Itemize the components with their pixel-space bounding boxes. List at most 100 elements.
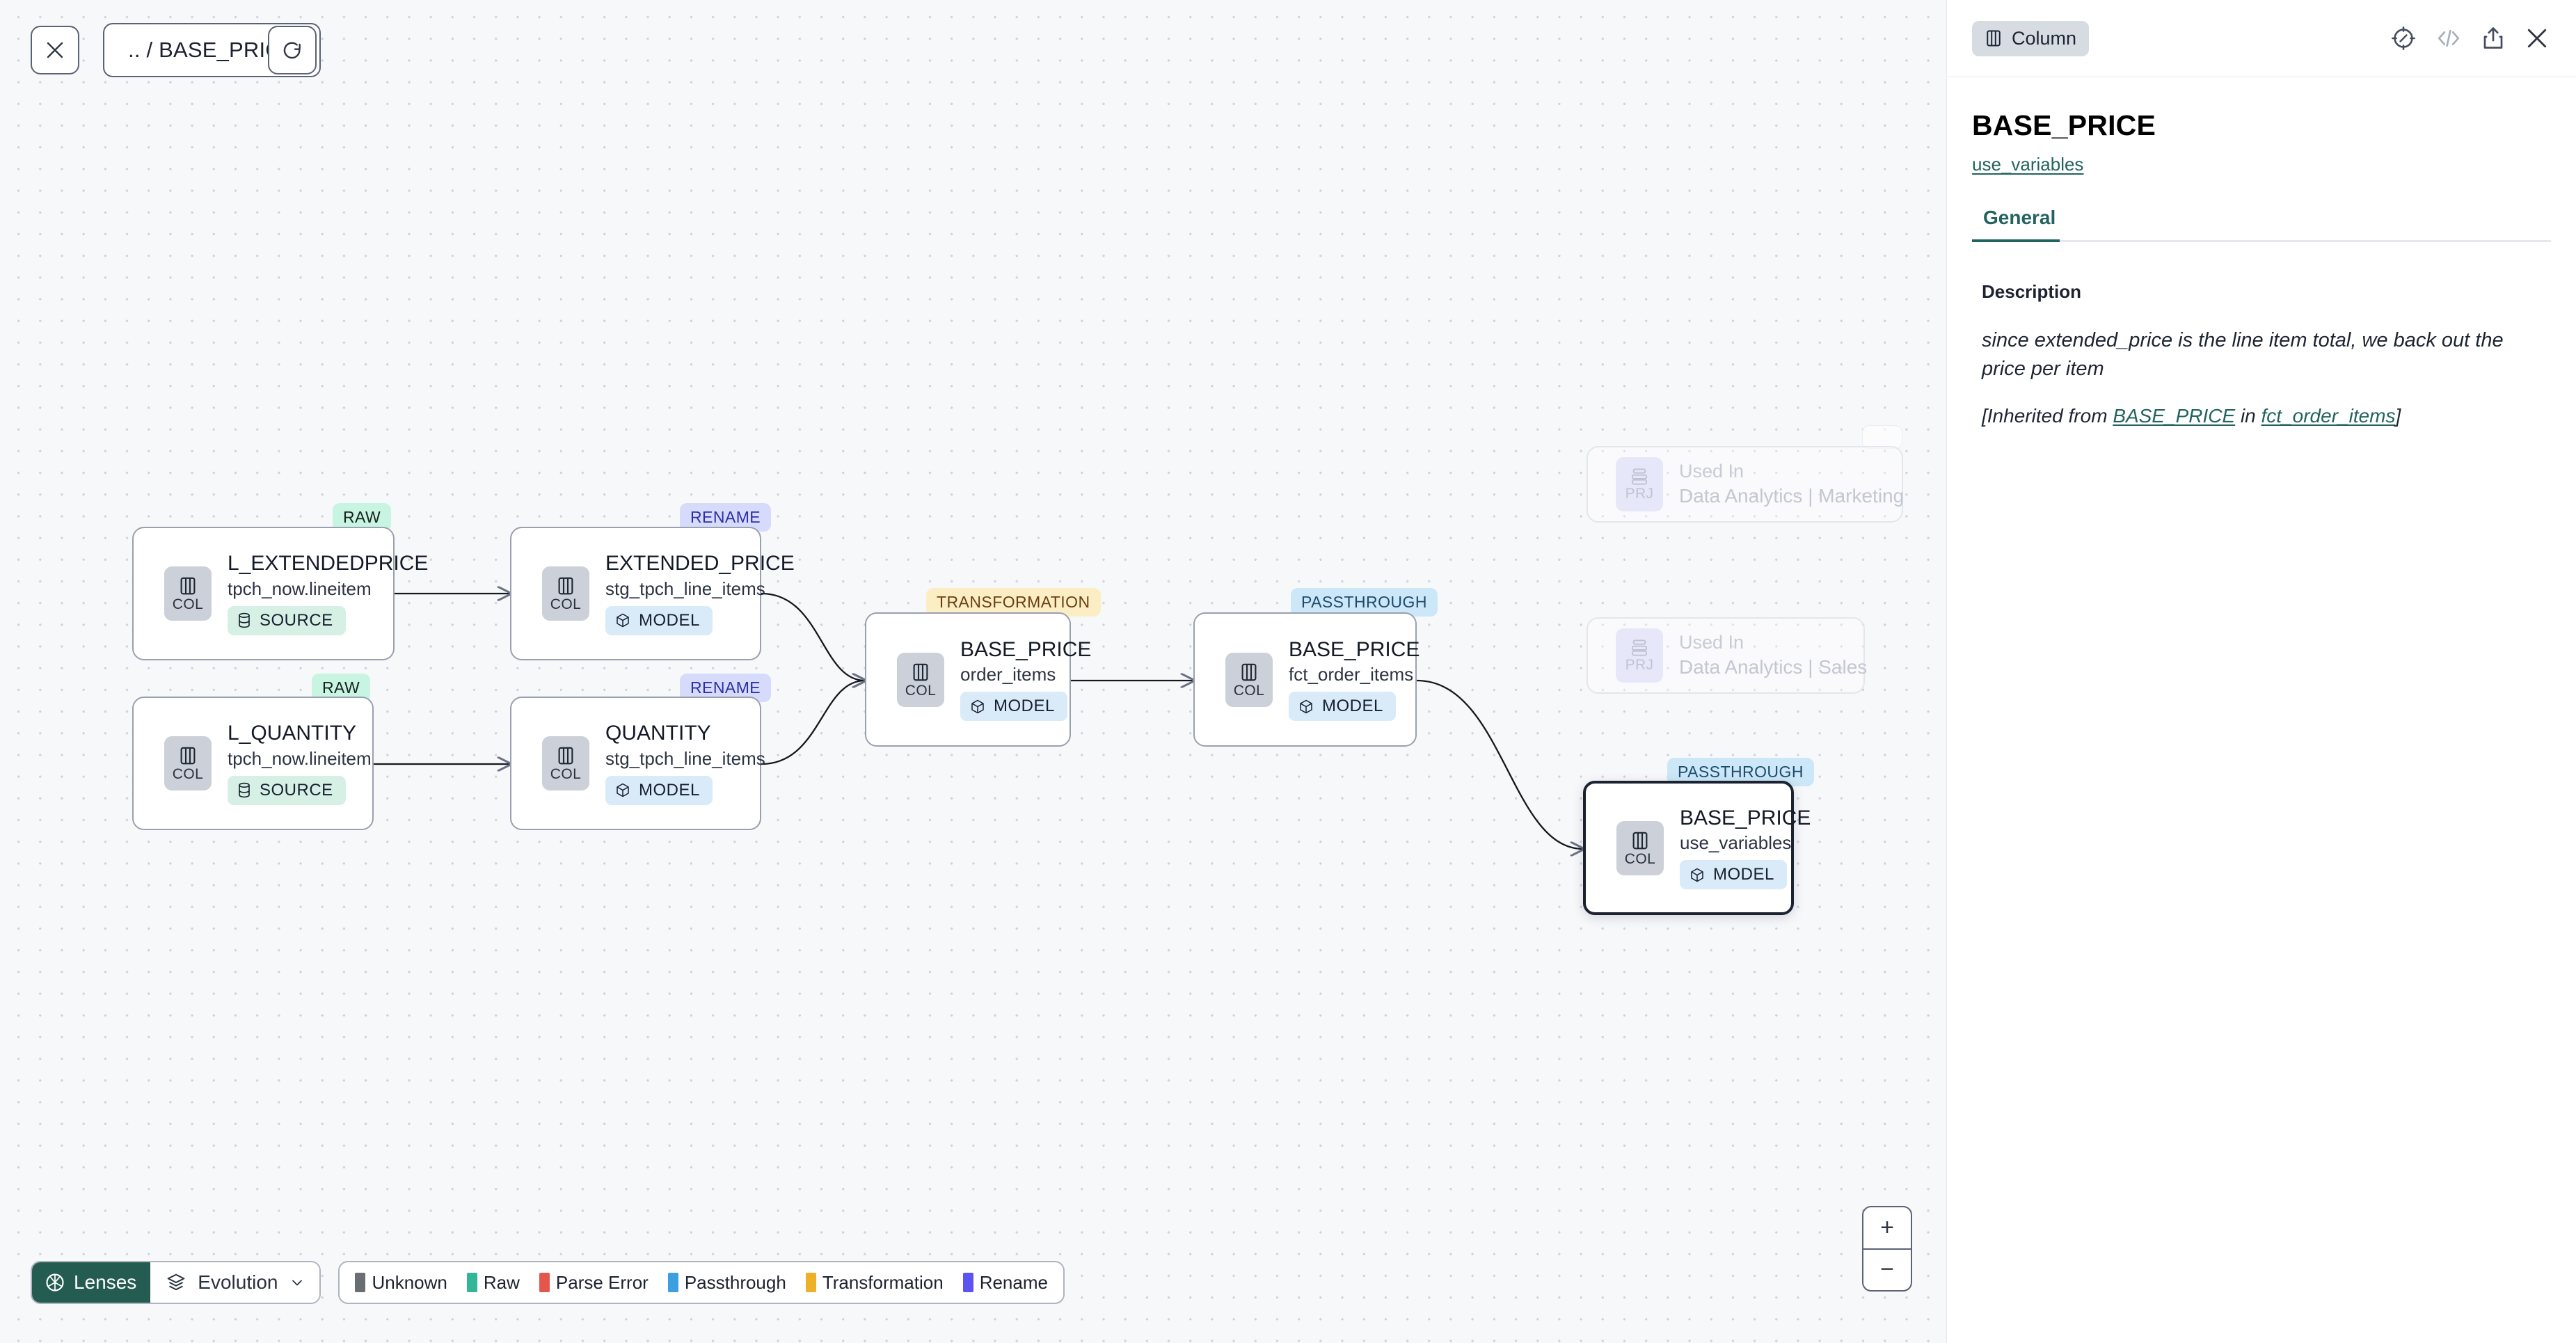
materialization-label: MODEL xyxy=(639,780,700,800)
inherited-model-link[interactable]: fct_order_items xyxy=(2261,405,2396,427)
lineage-canvas[interactable]: .. / BASE_PRICE PRJ Used In Data Analyti… xyxy=(0,0,1946,1343)
node-l-extendedprice[interactable]: COL L_EXTENDEDPRICE tpch_now.lineitem SO… xyxy=(132,527,428,660)
legend-swatch xyxy=(355,1273,366,1292)
node-type-badge: COL xyxy=(1225,652,1273,707)
node-type-label: PRJ xyxy=(1625,486,1654,502)
node-type-badge: COL xyxy=(897,652,944,707)
close-icon xyxy=(47,42,63,58)
node-type-badge: COL xyxy=(542,566,589,621)
entity-kind-chip[interactable]: Column xyxy=(1972,20,2090,56)
lenses-button[interactable]: Lenses xyxy=(32,1262,151,1303)
legend-label: Passthrough xyxy=(684,1271,786,1293)
node-name: Used In xyxy=(1679,461,1744,482)
materialization-badge[interactable]: MODEL xyxy=(1680,860,1787,890)
database-icon xyxy=(239,612,250,628)
legend-item-transformation[interactable]: Transformation xyxy=(805,1271,944,1294)
node-type-label: COL xyxy=(1624,850,1656,867)
node-type-label: COL xyxy=(172,766,204,782)
panel-actions xyxy=(2391,26,2550,51)
used-in-node-marketing[interactable]: PRJ Used In Data Analytics | Marketing xyxy=(1587,446,1904,523)
materialization-label: MODEL xyxy=(639,610,700,630)
legend-swatch xyxy=(962,1273,973,1292)
node-type-badge: PRJ xyxy=(1616,628,1663,683)
node-type-label: PRJ xyxy=(1625,657,1654,673)
materialization-badge[interactable]: MODEL xyxy=(605,605,713,635)
materialization-badge[interactable]: MODEL xyxy=(1289,692,1396,722)
code-icon[interactable] xyxy=(2435,26,2462,51)
legend-label: Parse Error xyxy=(555,1271,649,1293)
legend-swatch xyxy=(539,1273,550,1292)
aperture-icon xyxy=(46,1273,64,1292)
node-subtitle: order_items xyxy=(960,664,1056,685)
lens-badge-passthrough[interactable]: PASSTHROUGH xyxy=(1291,588,1438,617)
details-panel-header: Column xyxy=(1947,0,2576,77)
column-icon xyxy=(1632,832,1648,849)
column-icon xyxy=(1987,30,2001,47)
node-name: Used In xyxy=(1679,632,1744,653)
node-type-label: COL xyxy=(172,596,204,612)
legend-item-passthrough[interactable]: Passthrough xyxy=(667,1271,786,1294)
chevron-down-icon xyxy=(292,1280,303,1286)
node-subtitle: Data Analytics | Sales xyxy=(1679,656,1868,678)
description-label: Description xyxy=(1982,281,2082,302)
node-quantity[interactable]: COL QUANTITY stg_tpch_line_items MODEL xyxy=(510,697,765,830)
node-type-label: COL xyxy=(905,682,937,699)
node-type-badge: COL xyxy=(164,736,212,790)
node-l-quantity[interactable]: COL L_QUANTITY tpch_now.lineitem SOURCE xyxy=(132,697,374,830)
column-icon xyxy=(1241,663,1257,681)
project-icon xyxy=(1632,468,1647,485)
refresh-icon xyxy=(283,42,301,59)
node-subtitle: stg_tpch_line_items xyxy=(605,578,765,599)
column-icon xyxy=(913,663,928,681)
share-icon[interactable] xyxy=(2481,26,2505,51)
node-base-price-use-variables[interactable]: COL BASE_PRICE use_variables MODEL xyxy=(1583,781,1811,915)
node-base-price-order-items[interactable]: COL BASE_PRICE order_items MODEL xyxy=(865,612,1091,747)
node-extended-price[interactable]: COL EXTENDED_PRICE stg_tpch_line_items M… xyxy=(510,527,795,660)
node-subtitle: fct_order_items xyxy=(1289,664,1414,685)
materialization-badge[interactable]: SOURCE xyxy=(228,775,346,805)
node-type-label: COL xyxy=(1233,682,1265,699)
zoom-out-button[interactable]: − xyxy=(1880,1256,1894,1283)
node-name: BASE_PRICE xyxy=(1680,806,1811,829)
lenses-label: Lenses xyxy=(74,1271,137,1293)
node-type-badge: COL xyxy=(1616,820,1664,875)
lens-badge-passthrough[interactable]: PASSTHROUGH xyxy=(1667,758,1814,786)
database-icon xyxy=(239,782,250,797)
materialization-badge[interactable]: MODEL xyxy=(960,692,1067,722)
tab-general[interactable]: General xyxy=(1972,207,2069,242)
cube-icon xyxy=(1691,868,1703,882)
legend-item-rename[interactable]: Rename xyxy=(962,1271,1048,1294)
materialization-label: MODEL xyxy=(1322,697,1383,716)
legend-label: Rename xyxy=(979,1271,1048,1293)
parent-model-link[interactable]: use_variables xyxy=(1972,154,2084,175)
node-base-price-fct-order-items[interactable]: COL BASE_PRICE fct_order_items MODEL xyxy=(1193,612,1420,747)
bottom-toolbar: Lenses Evolution Unkno xyxy=(31,1261,1065,1304)
evolution-dropdown[interactable]: Evolution xyxy=(150,1262,320,1303)
legend-label: Transformation xyxy=(822,1271,944,1293)
lenses-control-group: Lenses Evolution xyxy=(31,1261,321,1304)
description-text: since extended_price is the line item to… xyxy=(1982,329,2504,380)
materialization-badge[interactable]: SOURCE xyxy=(228,605,346,635)
breadcrumb-label: .. / BASE_PRICE xyxy=(128,38,296,62)
zoom-in-button[interactable]: + xyxy=(1863,1207,1911,1250)
inherited-source-link[interactable]: BASE_PRICE xyxy=(2113,405,2236,427)
legend-label: Raw xyxy=(483,1271,520,1293)
materialization-label: MODEL xyxy=(994,697,1055,716)
close-icon[interactable] xyxy=(2525,26,2550,51)
legend-item-unknown[interactable]: Unknown xyxy=(355,1272,447,1294)
lens-badge-transformation[interactable]: TRANSFORMATION xyxy=(926,588,1101,617)
legend-item-parse-error[interactable]: Parse Error xyxy=(539,1272,649,1294)
column-icon xyxy=(558,577,573,595)
legend-item-raw[interactable]: Raw xyxy=(466,1271,520,1294)
compass-icon[interactable] xyxy=(2391,26,2416,51)
inherited-prefix: [Inherited from xyxy=(1982,405,2113,427)
refresh-button[interactable] xyxy=(268,26,317,74)
close-graph-button[interactable] xyxy=(31,26,79,74)
node-subtitle: use_variables xyxy=(1680,832,1792,854)
node-type-label: COL xyxy=(550,596,582,612)
node-name: L_EXTENDEDPRICE xyxy=(228,552,429,575)
materialization-badge[interactable]: MODEL xyxy=(605,775,713,805)
used-in-node-sales[interactable]: PRJ Used In Data Analytics | Sales xyxy=(1587,617,1868,694)
zoom-controls[interactable]: + − xyxy=(1862,1206,1912,1292)
legend-swatch xyxy=(805,1273,816,1292)
